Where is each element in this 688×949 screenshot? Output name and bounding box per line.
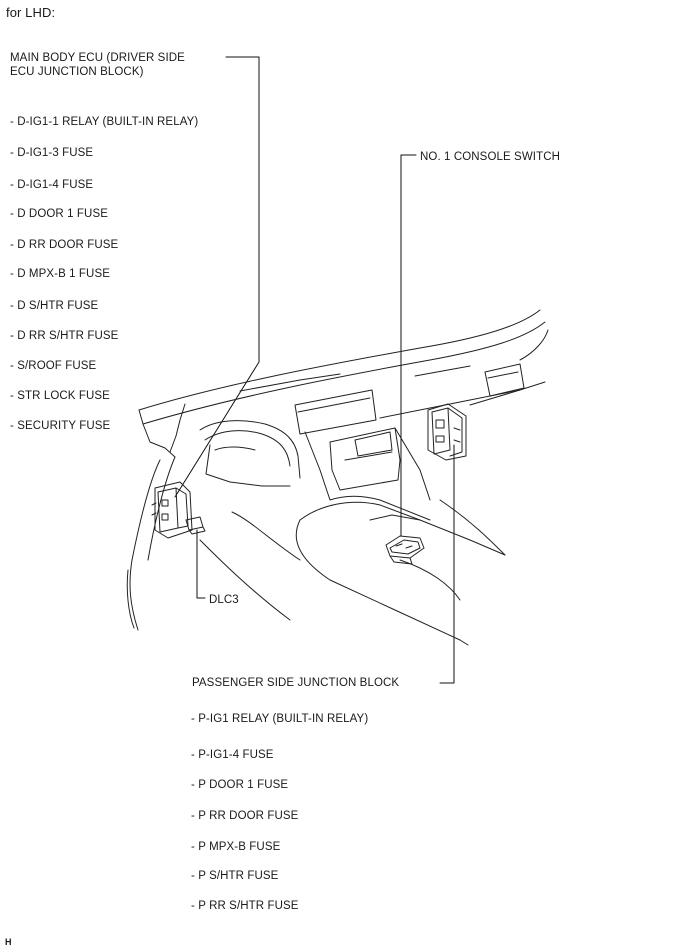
figure-code: H bbox=[5, 937, 12, 947]
dashboard-outline bbox=[126, 309, 549, 646]
main-body-ecu-label-line1: MAIN BODY ECU (DRIVER SIDE bbox=[10, 52, 185, 64]
pjb-item-p-ig1-4-fuse: - P-IG1-4 FUSE bbox=[191, 749, 274, 761]
ecu-item-str-lock-fuse: - STR LOCK FUSE bbox=[10, 390, 110, 402]
ecu-item-security-fuse: - SECURITY FUSE bbox=[10, 420, 111, 432]
main-body-ecu-leader bbox=[174, 56, 260, 498]
main-body-ecu-illustration bbox=[151, 481, 193, 539]
ecu-item-d-rr-door-fuse: - D RR DOOR FUSE bbox=[10, 239, 119, 251]
dlc3-illustration bbox=[185, 516, 206, 535]
ecu-item-s-roof-fuse: - S/ROOF FUSE bbox=[10, 360, 97, 372]
ecu-item-d-shtr-fuse: - D S/HTR FUSE bbox=[10, 300, 99, 312]
ecu-item-d-ig1-3-fuse: - D-IG1-3 FUSE bbox=[10, 147, 94, 159]
pjb-item-p-door-1-fuse: - P DOOR 1 FUSE bbox=[191, 779, 289, 791]
console-switch-leader bbox=[400, 154, 417, 537]
dlc3-label: DLC3 bbox=[209, 594, 239, 606]
pjb-item-p-mpx-b-fuse: - P MPX-B FUSE bbox=[191, 841, 281, 853]
pjb-item-p-ig1-relay: - P-IG1 RELAY (BUILT-IN RELAY) bbox=[191, 713, 369, 725]
passenger-junction-block-illustration bbox=[427, 403, 467, 461]
pjb-item-p-rr-door-fuse: - P RR DOOR FUSE bbox=[191, 810, 299, 822]
passenger-junction-block-label: PASSENGER SIDE JUNCTION BLOCK bbox=[192, 677, 400, 689]
pjb-item-p-shtr-fuse: - P S/HTR FUSE bbox=[191, 870, 279, 882]
page-title: for LHD: bbox=[6, 5, 56, 20]
passenger-junction-leader bbox=[439, 444, 455, 684]
ecu-item-d-ig1-4-fuse: - D-IG1-4 FUSE bbox=[10, 179, 94, 191]
console-switch-label: NO. 1 CONSOLE SWITCH bbox=[420, 151, 561, 163]
console-switch-illustration bbox=[385, 535, 425, 565]
ecu-item-d-rr-shtr-fuse: - D RR S/HTR FUSE bbox=[10, 330, 119, 342]
ecu-item-d-ig1-1-relay: - D-IG1-1 RELAY (BUILT-IN RELAY) bbox=[10, 116, 199, 128]
ecu-item-d-door-1-fuse: - D DOOR 1 FUSE bbox=[10, 208, 108, 220]
pjb-item-p-rr-shtr-fuse: - P RR S/HTR FUSE bbox=[191, 900, 299, 912]
leader-lines bbox=[174, 56, 455, 684]
dlc3-leader bbox=[196, 529, 206, 599]
ecu-item-d-mpx-b-1-fuse: - D MPX-B 1 FUSE bbox=[10, 268, 111, 280]
main-body-ecu-label-line2: ECU JUNCTION BLOCK) bbox=[10, 66, 144, 78]
